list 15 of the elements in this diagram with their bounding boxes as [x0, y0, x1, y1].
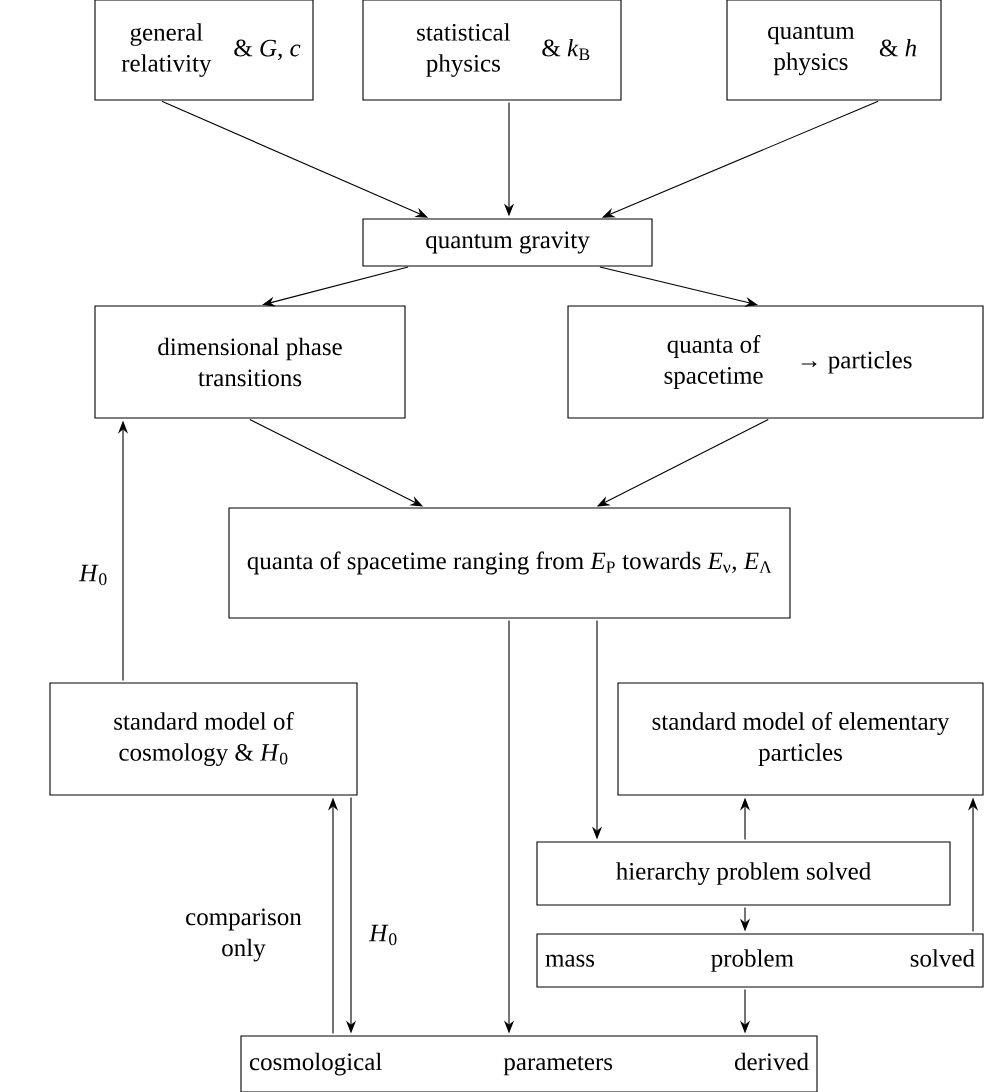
text-box: general relativity & G, c	[94, 0, 314, 101]
text-box: quanta of spacetime → particles	[567, 305, 984, 419]
text-box: statistical physics & k$_{B}$	[362, 0, 622, 101]
text-box: mass problem solved	[536, 933, 984, 988]
text-box: quantum gravity	[362, 218, 653, 267]
edge-label: H$_{0}$	[78, 564, 107, 586]
text-box: dimensional phase transitions	[94, 305, 406, 419]
edge-label: H$_{0}$	[368, 924, 397, 946]
text-box: hierarchy problem solved	[536, 841, 951, 906]
edge-label: comparison only	[186, 908, 302, 962]
text-box: quanta of spacetime ranging from E$_{P}$ towards E$_{ν}$, E$_{Λ}$	[228, 507, 791, 619]
text-box: standard model of cosmology & H$_{0}$	[49, 682, 358, 796]
text-box: standard model of elementary particles	[617, 682, 984, 796]
text-box: quantum physics & h	[726, 0, 942, 101]
text-box: cosmological parameters derived	[240, 1035, 818, 1092]
